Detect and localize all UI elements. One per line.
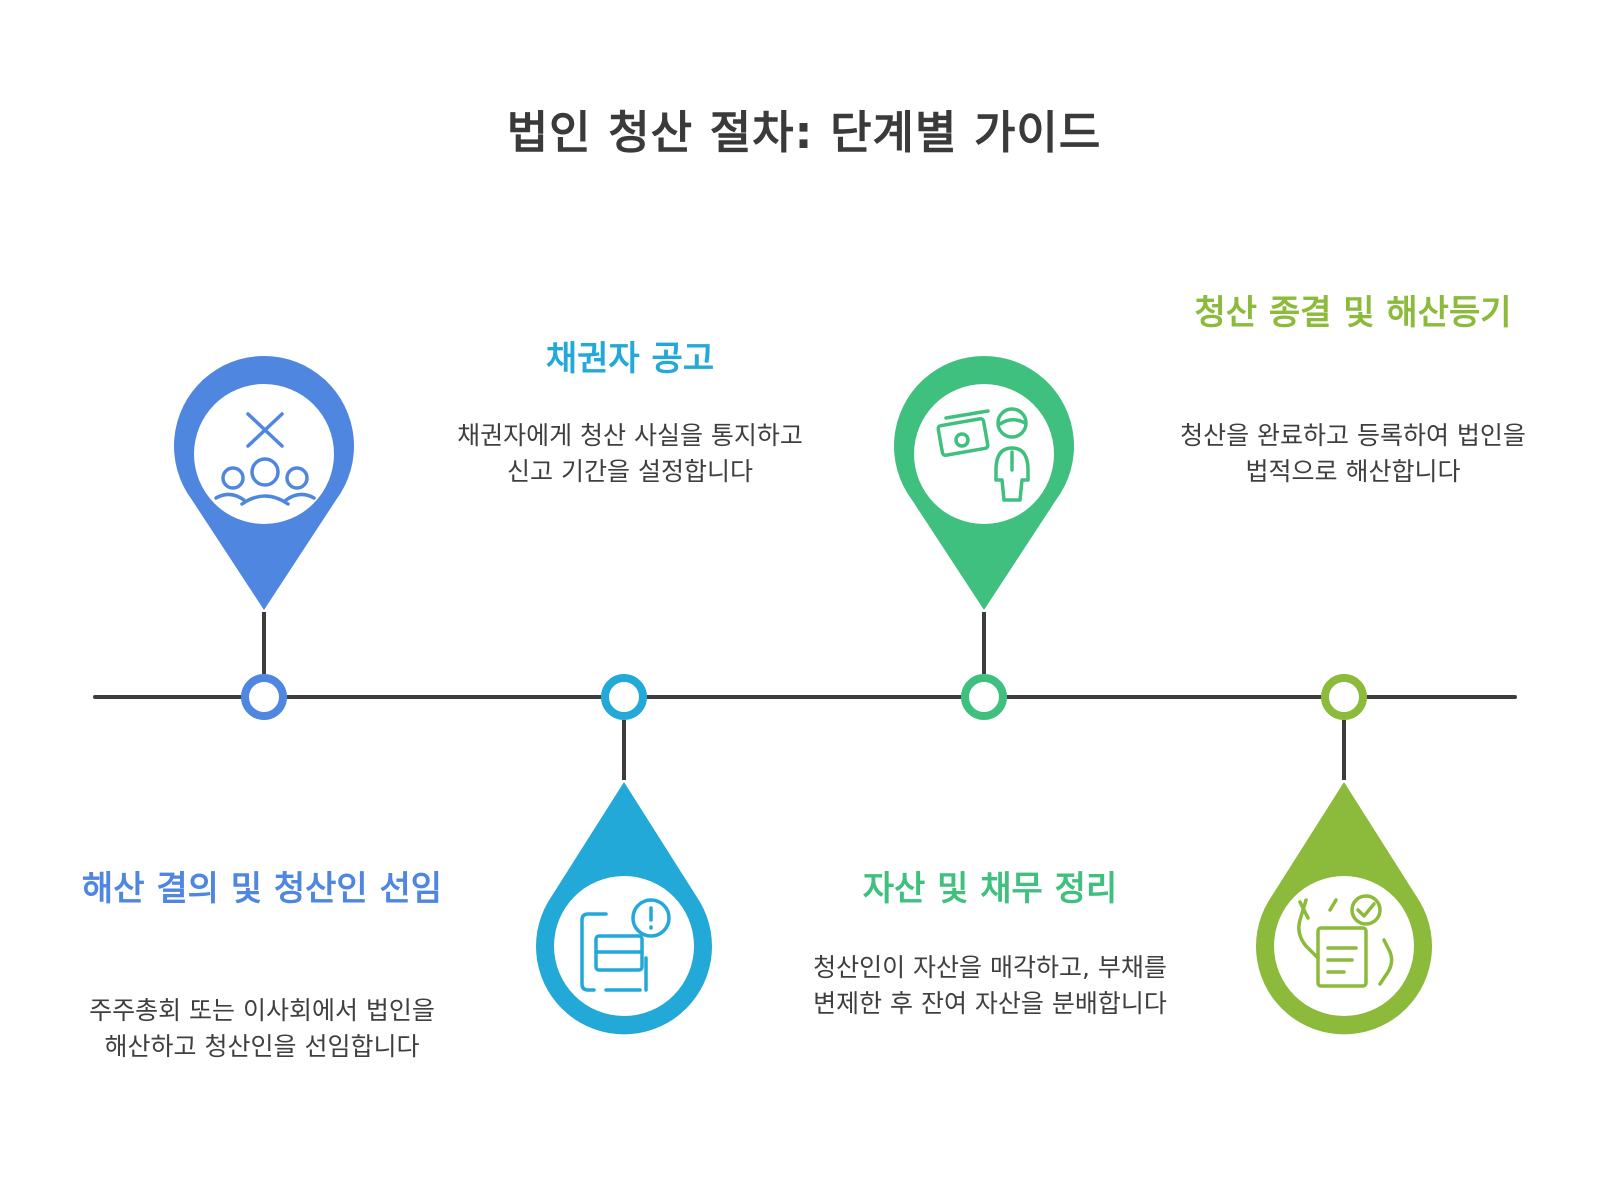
- person-money-icon: [936, 407, 1030, 502]
- drop-marker-2: [536, 782, 712, 1035]
- registration-checklist-icon: [1297, 894, 1394, 988]
- map-pin-marker-3: [894, 356, 1074, 610]
- step-3-description: 청산인이 자산을 매각하고, 부채를 변제한 후 잔여 자산을 분배합니다: [813, 953, 1167, 1018]
- timeline-node-2: [601, 674, 647, 720]
- notice-document-icon: [580, 898, 671, 992]
- map-pin-marker-1: [174, 356, 354, 610]
- step-2-description: 채권자에게 청산 사실을 통지하고 신고 기간을 설정합니다: [457, 421, 803, 486]
- step-4-title: 청산 종결 및 해산등기: [1194, 293, 1512, 333]
- step-4-description: 청산을 완료하고 등록하여 법인을 법적으로 해산합니다: [1180, 421, 1526, 486]
- timeline-node-3: [961, 674, 1007, 720]
- timeline-node-4: [1321, 674, 1367, 720]
- page-title: 법인 청산 절차: 단계별 가이드: [506, 106, 1102, 159]
- drop-marker-4: [1256, 782, 1433, 1035]
- step-2-title: 채권자 공고: [545, 339, 715, 379]
- step-1-title: 해산 결의 및 청산인 선임: [81, 869, 443, 909]
- step-1-description: 주주총회 또는 이사회에서 법인을 해산하고 청산인을 선임합니다: [89, 996, 435, 1061]
- people-vote-icon: [214, 412, 316, 506]
- timeline-node-1: [241, 674, 287, 720]
- step-3-title: 자산 및 채무 정리: [862, 869, 1118, 909]
